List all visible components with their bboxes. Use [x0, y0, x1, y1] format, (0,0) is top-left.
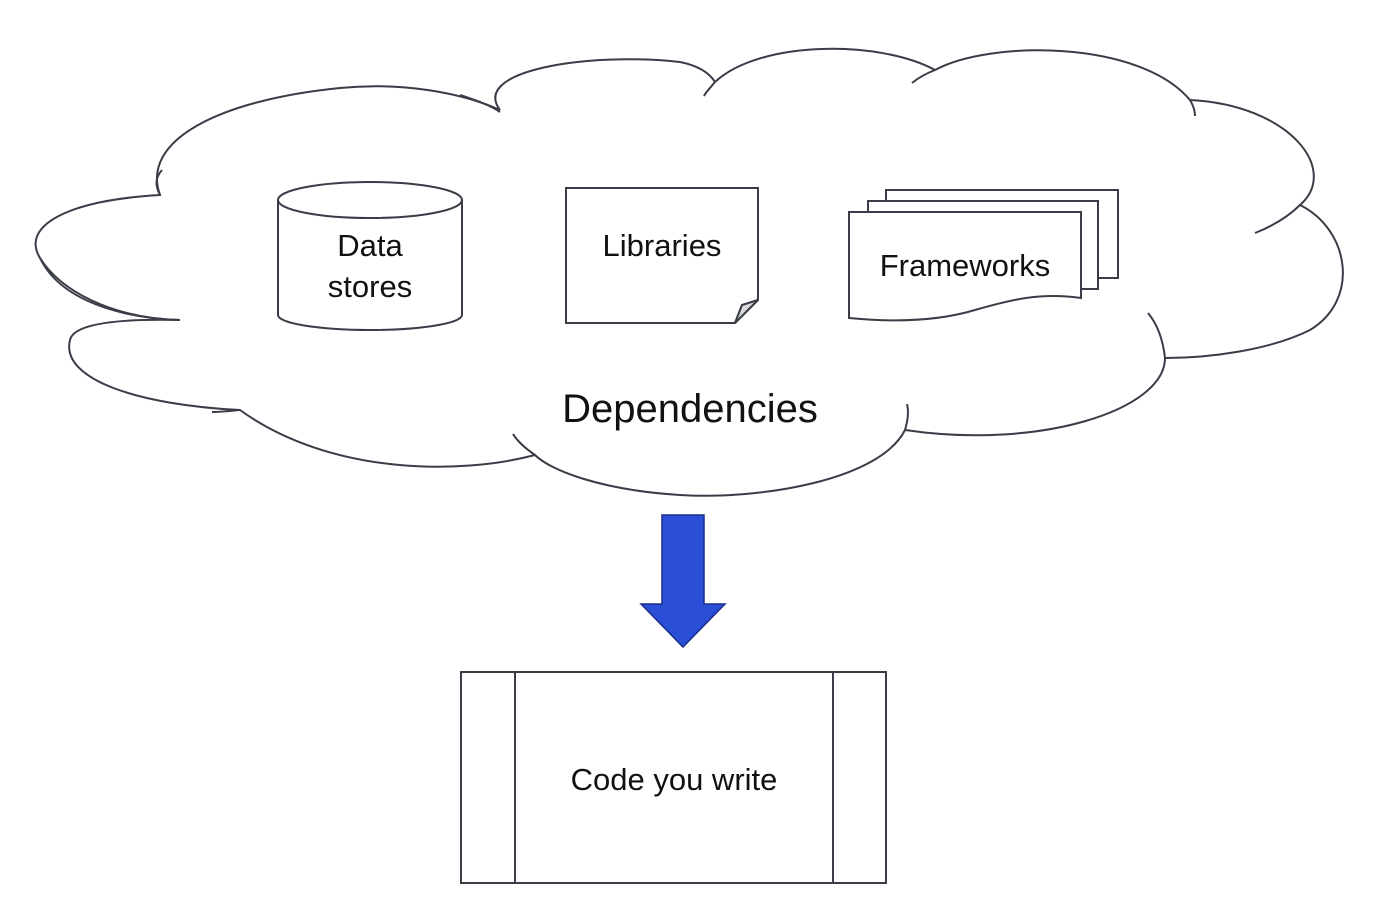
- code-box: Code you write: [460, 671, 887, 884]
- code-box-label: Code you write: [571, 762, 778, 797]
- frameworks-stack: Frameworks: [848, 189, 1119, 322]
- libraries-document: Libraries: [565, 187, 759, 324]
- libraries-label: Libraries: [603, 228, 722, 263]
- down-arrow-icon: [639, 514, 727, 649]
- frameworks-label: Frameworks: [880, 248, 1051, 283]
- data-stores-label-line1: Data: [337, 228, 403, 263]
- data-stores-cylinder: Data stores: [277, 181, 463, 331]
- dependencies-title: Dependencies: [562, 387, 818, 431]
- data-stores-label-line2: stores: [328, 269, 412, 304]
